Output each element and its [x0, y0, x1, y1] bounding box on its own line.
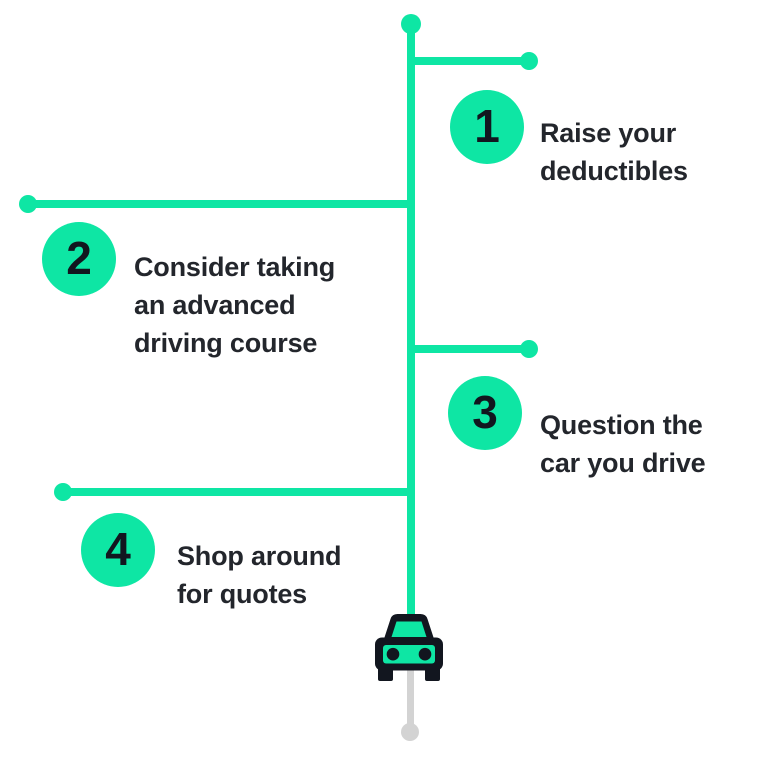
branch-endpoint-dot-2 — [19, 195, 37, 213]
timeline-end-dot — [401, 723, 419, 741]
step-2-number-badge: 2 — [42, 222, 116, 296]
step-4-label-line-1: Shop around — [177, 541, 342, 571]
branch-line-1 — [411, 57, 523, 65]
timeline-trunk-line — [407, 24, 415, 616]
step-2-label-line-2: an advanced — [134, 290, 296, 320]
branch-line-3 — [411, 345, 523, 353]
step-1-number: 1 — [474, 99, 500, 152]
step-2-label-line-3: driving course — [134, 328, 318, 358]
step-1-label-line-2: deductibles — [540, 156, 688, 186]
step-3-label-line-1: Question the — [540, 410, 703, 440]
branch-endpoint-dot-4 — [54, 483, 72, 501]
step-4-number: 4 — [105, 522, 131, 575]
timeline-tail-line — [407, 655, 414, 732]
car-icon — [375, 614, 443, 681]
step-2-label-line-1: Consider taking — [134, 252, 336, 282]
step-3-number: 3 — [472, 385, 498, 438]
step-4-label-line-2: for quotes — [177, 579, 307, 609]
step-1-number-badge: 1 — [450, 90, 524, 164]
branch-line-4 — [63, 488, 411, 496]
branch-endpoint-dot-3 — [520, 340, 538, 358]
step-2-label: Consider taking an advanced driving cour… — [134, 248, 335, 362]
step-3-label: Question the car you drive — [540, 406, 706, 482]
step-4-label: Shop around for quotes — [177, 537, 341, 613]
step-4-number-badge: 4 — [81, 513, 155, 587]
step-2-number: 2 — [66, 231, 92, 284]
step-3-label-line-2: car you drive — [540, 448, 706, 478]
branch-line-2 — [28, 200, 411, 208]
step-1-label-line-1: Raise your — [540, 118, 677, 148]
branch-endpoint-dot-1 — [520, 52, 538, 70]
step-1-label: Raise your deductibles — [540, 114, 688, 190]
step-3-number-badge: 3 — [448, 376, 522, 450]
